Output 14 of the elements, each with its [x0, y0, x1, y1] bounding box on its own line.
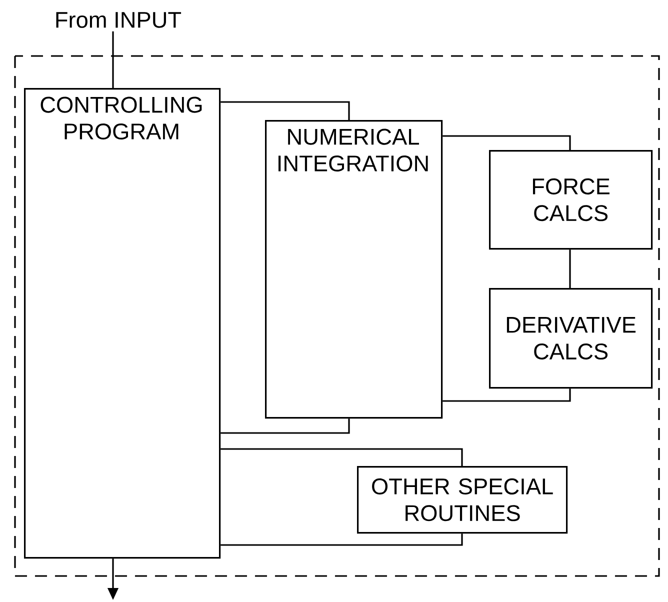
connector-line — [220, 418, 350, 434]
input-label: From INPUT — [56, 12, 182, 28]
connector-line — [220, 534, 463, 546]
connector-line — [112, 31, 114, 88]
connector-line — [220, 448, 463, 466]
connector-line — [442, 135, 571, 150]
process-box: CONTROLLING PROGRAM — [24, 88, 221, 559]
process-box: DERIVATIVE CALCS — [489, 288, 653, 389]
connector-line — [442, 388, 571, 402]
process-box: NUMERICAL INTEGRATION — [265, 120, 443, 419]
process-box: FORCE CALCS — [489, 150, 653, 250]
process-box: OTHER SPECIAL ROUTINES — [357, 466, 568, 534]
connector-line — [569, 250, 571, 288]
connector-line — [220, 101, 350, 120]
